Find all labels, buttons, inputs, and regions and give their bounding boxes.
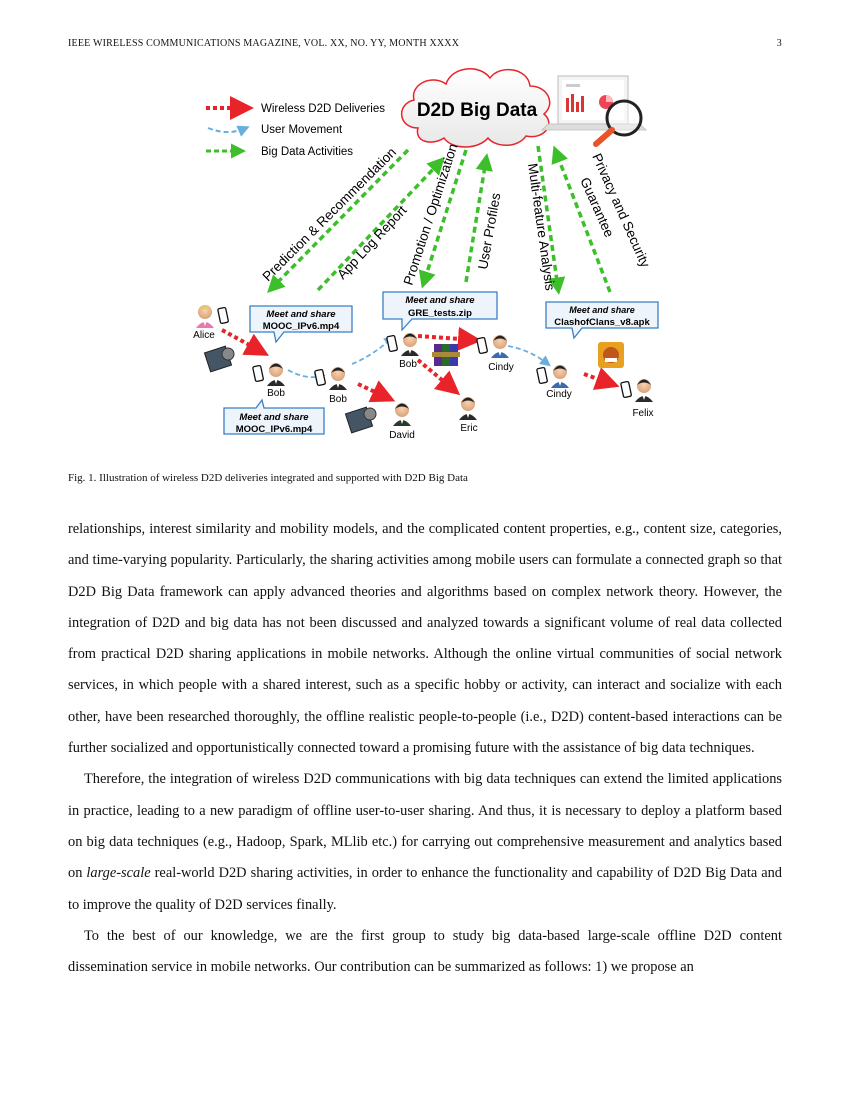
paragraph: relationships, interest similarity and m… xyxy=(68,521,782,757)
person-label: Alice xyxy=(193,330,215,341)
magnifier-icon xyxy=(593,99,643,147)
person-label: Cindy xyxy=(546,389,572,400)
person-label: Felix xyxy=(632,408,653,419)
callout-file: GRE_tests.zip xyxy=(408,308,472,319)
cloud-icon xyxy=(401,68,551,148)
figure-caption: Fig. 1. Illustration of wireless D2D del… xyxy=(68,472,468,484)
legend-wireless: Wireless D2D Deliveries xyxy=(261,103,385,115)
collar-icon xyxy=(466,412,470,418)
phone-icon xyxy=(386,334,398,353)
laptop-dashboard-icon xyxy=(541,75,647,131)
phone-icon xyxy=(476,336,488,355)
hair-icon xyxy=(461,397,475,403)
person-bob3: Bob xyxy=(386,333,419,370)
legend-movement: User Movement xyxy=(261,124,343,136)
collar-icon xyxy=(336,382,340,388)
callout-file: MOOC_IPv6.mp4 xyxy=(236,424,313,435)
callout-file: ClashofClans_v8.apk xyxy=(554,317,650,328)
label-prediction: Prediction & Recommendation xyxy=(260,145,400,285)
person-label: Bob xyxy=(399,359,417,370)
collar-icon xyxy=(400,418,404,424)
hair-icon xyxy=(493,335,507,341)
person-label: Bob xyxy=(267,388,285,399)
person-david: David xyxy=(389,403,415,441)
callout-clash: Meet and share ClashofClans_v8.apk xyxy=(545,301,659,340)
hair-icon xyxy=(395,403,409,409)
callout-title: Meet and share xyxy=(239,412,309,423)
hair-icon xyxy=(331,367,345,373)
legend-bigdata: Big Data Activities xyxy=(261,146,353,158)
d2d-delivery-arrows xyxy=(221,326,620,403)
cloud-title: D2D Big Data xyxy=(417,100,538,121)
person-cindy2: Cindy xyxy=(536,365,572,400)
legend: Wireless D2D Deliveries User Movement Bi… xyxy=(206,96,385,159)
callout-title: Meet and share xyxy=(405,295,475,306)
callout-title: Meet and share xyxy=(266,309,336,320)
person-eric: Eric xyxy=(459,397,478,434)
hair-icon xyxy=(269,363,283,369)
paragraph-text: Therefore, the integration of wireless D… xyxy=(68,771,782,882)
callout-title: Meet and share xyxy=(569,305,635,315)
body-text: relationships, interest similarity and m… xyxy=(68,514,782,983)
collar-icon xyxy=(558,380,562,386)
hair-icon xyxy=(553,365,567,371)
big-data-arrows xyxy=(267,145,612,295)
page-number: 3 xyxy=(776,38,782,49)
running-header: IEEE WIRELESS COMMUNICATIONS MAGAZINE, V… xyxy=(68,38,782,54)
video-file-icon xyxy=(344,406,377,434)
phone-icon xyxy=(217,306,229,325)
person-label: Eric xyxy=(460,423,477,434)
callout-file: MOOC_IPv6.mp4 xyxy=(263,321,340,332)
paragraph-text: real-world D2D sharing activities, in or… xyxy=(68,865,782,913)
archive-file-icon xyxy=(432,344,460,366)
person-alice: Alice xyxy=(193,305,229,341)
collar-icon xyxy=(408,348,412,354)
phone-icon xyxy=(252,364,264,383)
person-cindy1: Cindy xyxy=(476,335,514,373)
collar-icon xyxy=(642,394,646,400)
paragraph: Therefore, the integration of wireless D… xyxy=(68,764,782,920)
video-file-icon xyxy=(203,345,235,373)
phone-icon xyxy=(536,366,548,385)
hair-icon xyxy=(637,379,651,385)
callout-mooc-bottom: Meet and share MOOC_IPv6.mp4 xyxy=(223,398,325,435)
person-bob1: Bob xyxy=(252,363,285,399)
d2d-figure: Wireless D2D Deliveries User Movement Bi… xyxy=(193,68,659,441)
label-multifeature: Multi-feature Analysis xyxy=(525,162,558,291)
label-profiles: User Profiles xyxy=(475,192,503,271)
person-label: David xyxy=(389,430,415,441)
collar-icon xyxy=(274,378,278,384)
paragraph: To the best of our knowledge, we are the… xyxy=(68,927,782,976)
collar-icon xyxy=(498,350,502,356)
game-app-icon xyxy=(598,342,624,368)
phone-icon xyxy=(620,380,632,399)
person-label: Bob xyxy=(329,394,347,405)
emphasis: large-scale xyxy=(86,865,151,882)
hair-icon xyxy=(403,333,417,339)
phone-icon xyxy=(314,368,326,387)
hair-icon xyxy=(198,305,212,311)
collar-icon xyxy=(203,320,207,326)
callout-gre: Meet and share GRE_tests.zip xyxy=(382,291,498,332)
journal-header: IEEE WIRELESS COMMUNICATIONS MAGAZINE, V… xyxy=(68,38,460,49)
callout-mooc-top: Meet and share MOOC_IPv6.mp4 xyxy=(249,305,353,344)
person-felix: Felix xyxy=(620,379,654,419)
person-label: Cindy xyxy=(488,362,514,373)
person-bob2: Bob xyxy=(314,367,347,405)
label-applog: App Log Report xyxy=(334,202,410,282)
